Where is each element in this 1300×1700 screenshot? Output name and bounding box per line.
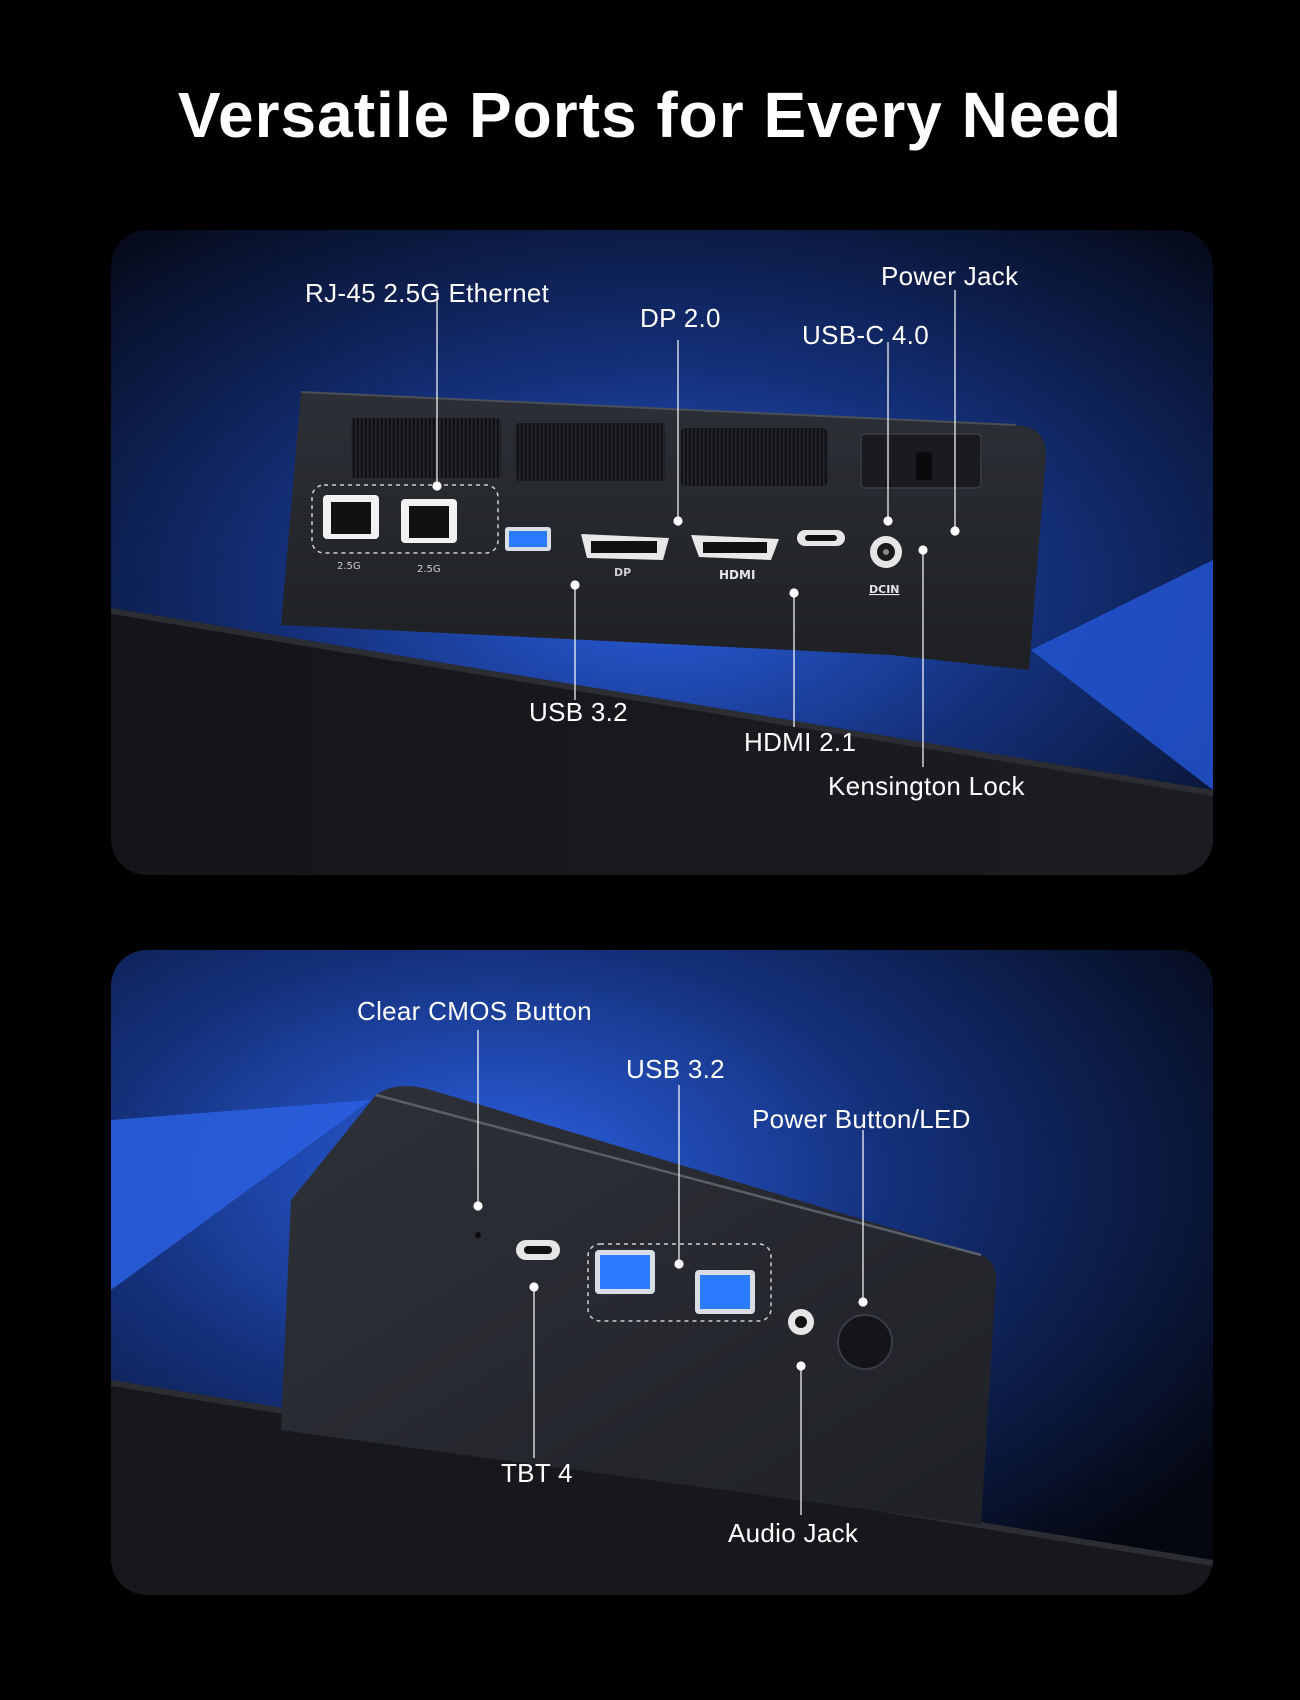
dp-silk-label: DP: [614, 566, 631, 579]
front-ports-panel: Clear CMOS Button USB 3.2 Power Button/L…: [111, 950, 1213, 1595]
audio-jack-label: Audio Jack: [728, 1518, 859, 1548]
clear-cmos-label: Clear CMOS Button: [357, 996, 592, 1026]
power-jack-label: Power Jack: [881, 261, 1019, 291]
rear-ports-panel: 2.5G 2.5G DP HDMI DCIN RJ-45 2.5G Ethern…: [111, 230, 1213, 875]
hdmi-label: HDMI 2.1: [744, 727, 857, 757]
power-button-label: Power Button/LED: [752, 1104, 971, 1134]
kensington-lock-label: Kensington Lock: [828, 771, 1025, 801]
dp-label: DP 2.0: [640, 303, 721, 333]
usbc-label: USB-C 4.0: [802, 320, 929, 350]
page-title: Versatile Ports for Every Need: [177, 79, 1123, 151]
usb32-front-label: USB 3.2: [626, 1054, 725, 1084]
usb32-rear-label: USB 3.2: [529, 697, 628, 727]
tbt4-label: TBT 4: [501, 1458, 573, 1488]
front-device-illustration: [111, 950, 1213, 1595]
lan2-silk-label: 2.5G: [417, 564, 441, 575]
rear-device-illustration: 2.5G 2.5G DP HDMI DCIN: [111, 230, 1213, 875]
rj45-ethernet-label: RJ-45 2.5G Ethernet: [305, 278, 550, 308]
hdmi-silk-label: HDMI: [719, 568, 755, 582]
dcin-silk-label: DCIN: [869, 583, 900, 596]
lan1-silk-label: 2.5G: [337, 561, 361, 572]
